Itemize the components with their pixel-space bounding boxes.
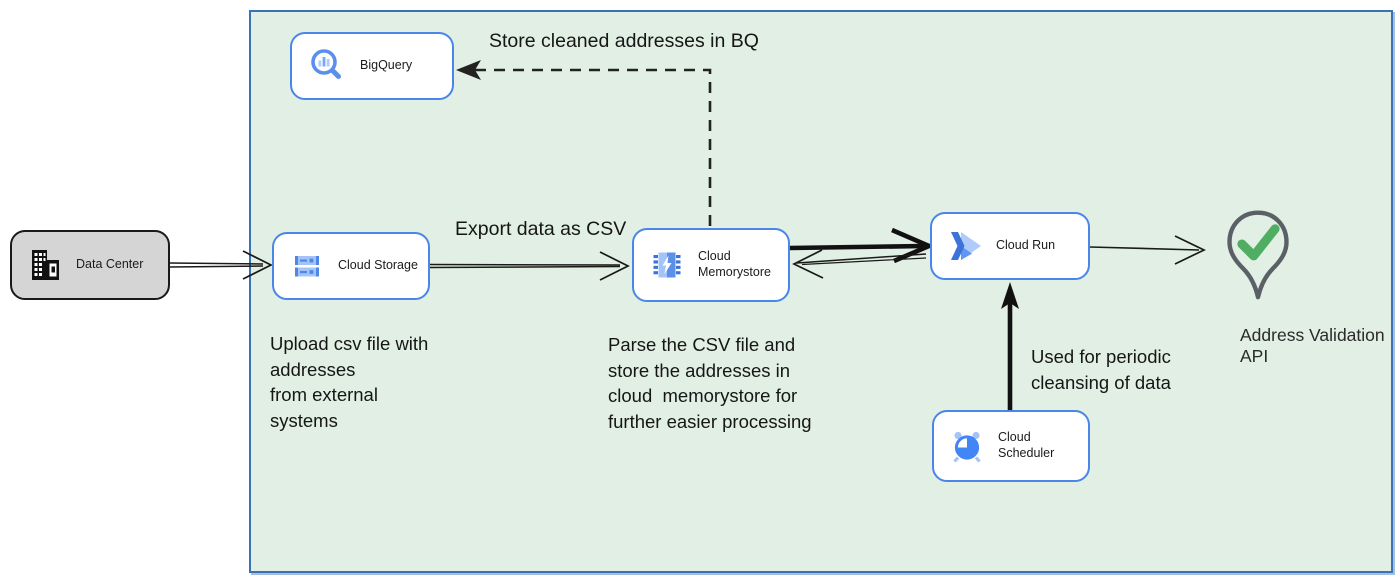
alarm-clock-icon — [953, 431, 981, 463]
address-validation-label: Address Validation API — [1240, 325, 1385, 367]
cloud-run-chevron-icon — [951, 232, 981, 260]
node-cloud-memorystore[interactable]: Cloud Memorystore — [632, 228, 790, 302]
node-label: BigQuery — [360, 58, 413, 73]
edge-label-export-csv: Export data as CSV — [455, 218, 627, 240]
map-pin-check-icon — [1227, 210, 1289, 300]
note-upload-csv: Upload csv file with addresses from exte… — [270, 333, 429, 431]
node-bigquery[interactable]: BigQuery — [290, 32, 454, 100]
node-data-center[interactable]: Data Center — [10, 230, 170, 300]
storage-buckets-icon — [295, 256, 319, 277]
node-label: Cloud Run — [996, 238, 1056, 253]
memory-chip-bolt-icon — [653, 252, 681, 278]
node-cloud-scheduler[interactable]: Cloud Scheduler — [932, 410, 1090, 482]
node-label: Cloud Storage — [338, 258, 418, 273]
node-label: Data Center — [76, 257, 144, 272]
note-parse-csv: Parse the CSV file and store the address… — [608, 334, 812, 432]
node-label: Cloud Memorystore — [698, 249, 771, 279]
edge-label-periodic-cleansing: Used for periodic cleansing of data — [1031, 346, 1171, 393]
node-label: Cloud Scheduler — [998, 430, 1055, 460]
node-address-validation-api[interactable] — [1220, 206, 1296, 320]
building-icon — [32, 250, 59, 280]
node-cloud-storage[interactable]: Cloud Storage — [272, 232, 430, 300]
bigquery-magnifier-icon — [311, 49, 341, 79]
node-cloud-run[interactable]: Cloud Run — [930, 212, 1090, 280]
edge-label-store-in-bq: Store cleaned addresses in BQ — [489, 30, 759, 52]
gcp-boundary-box — [249, 10, 1393, 573]
